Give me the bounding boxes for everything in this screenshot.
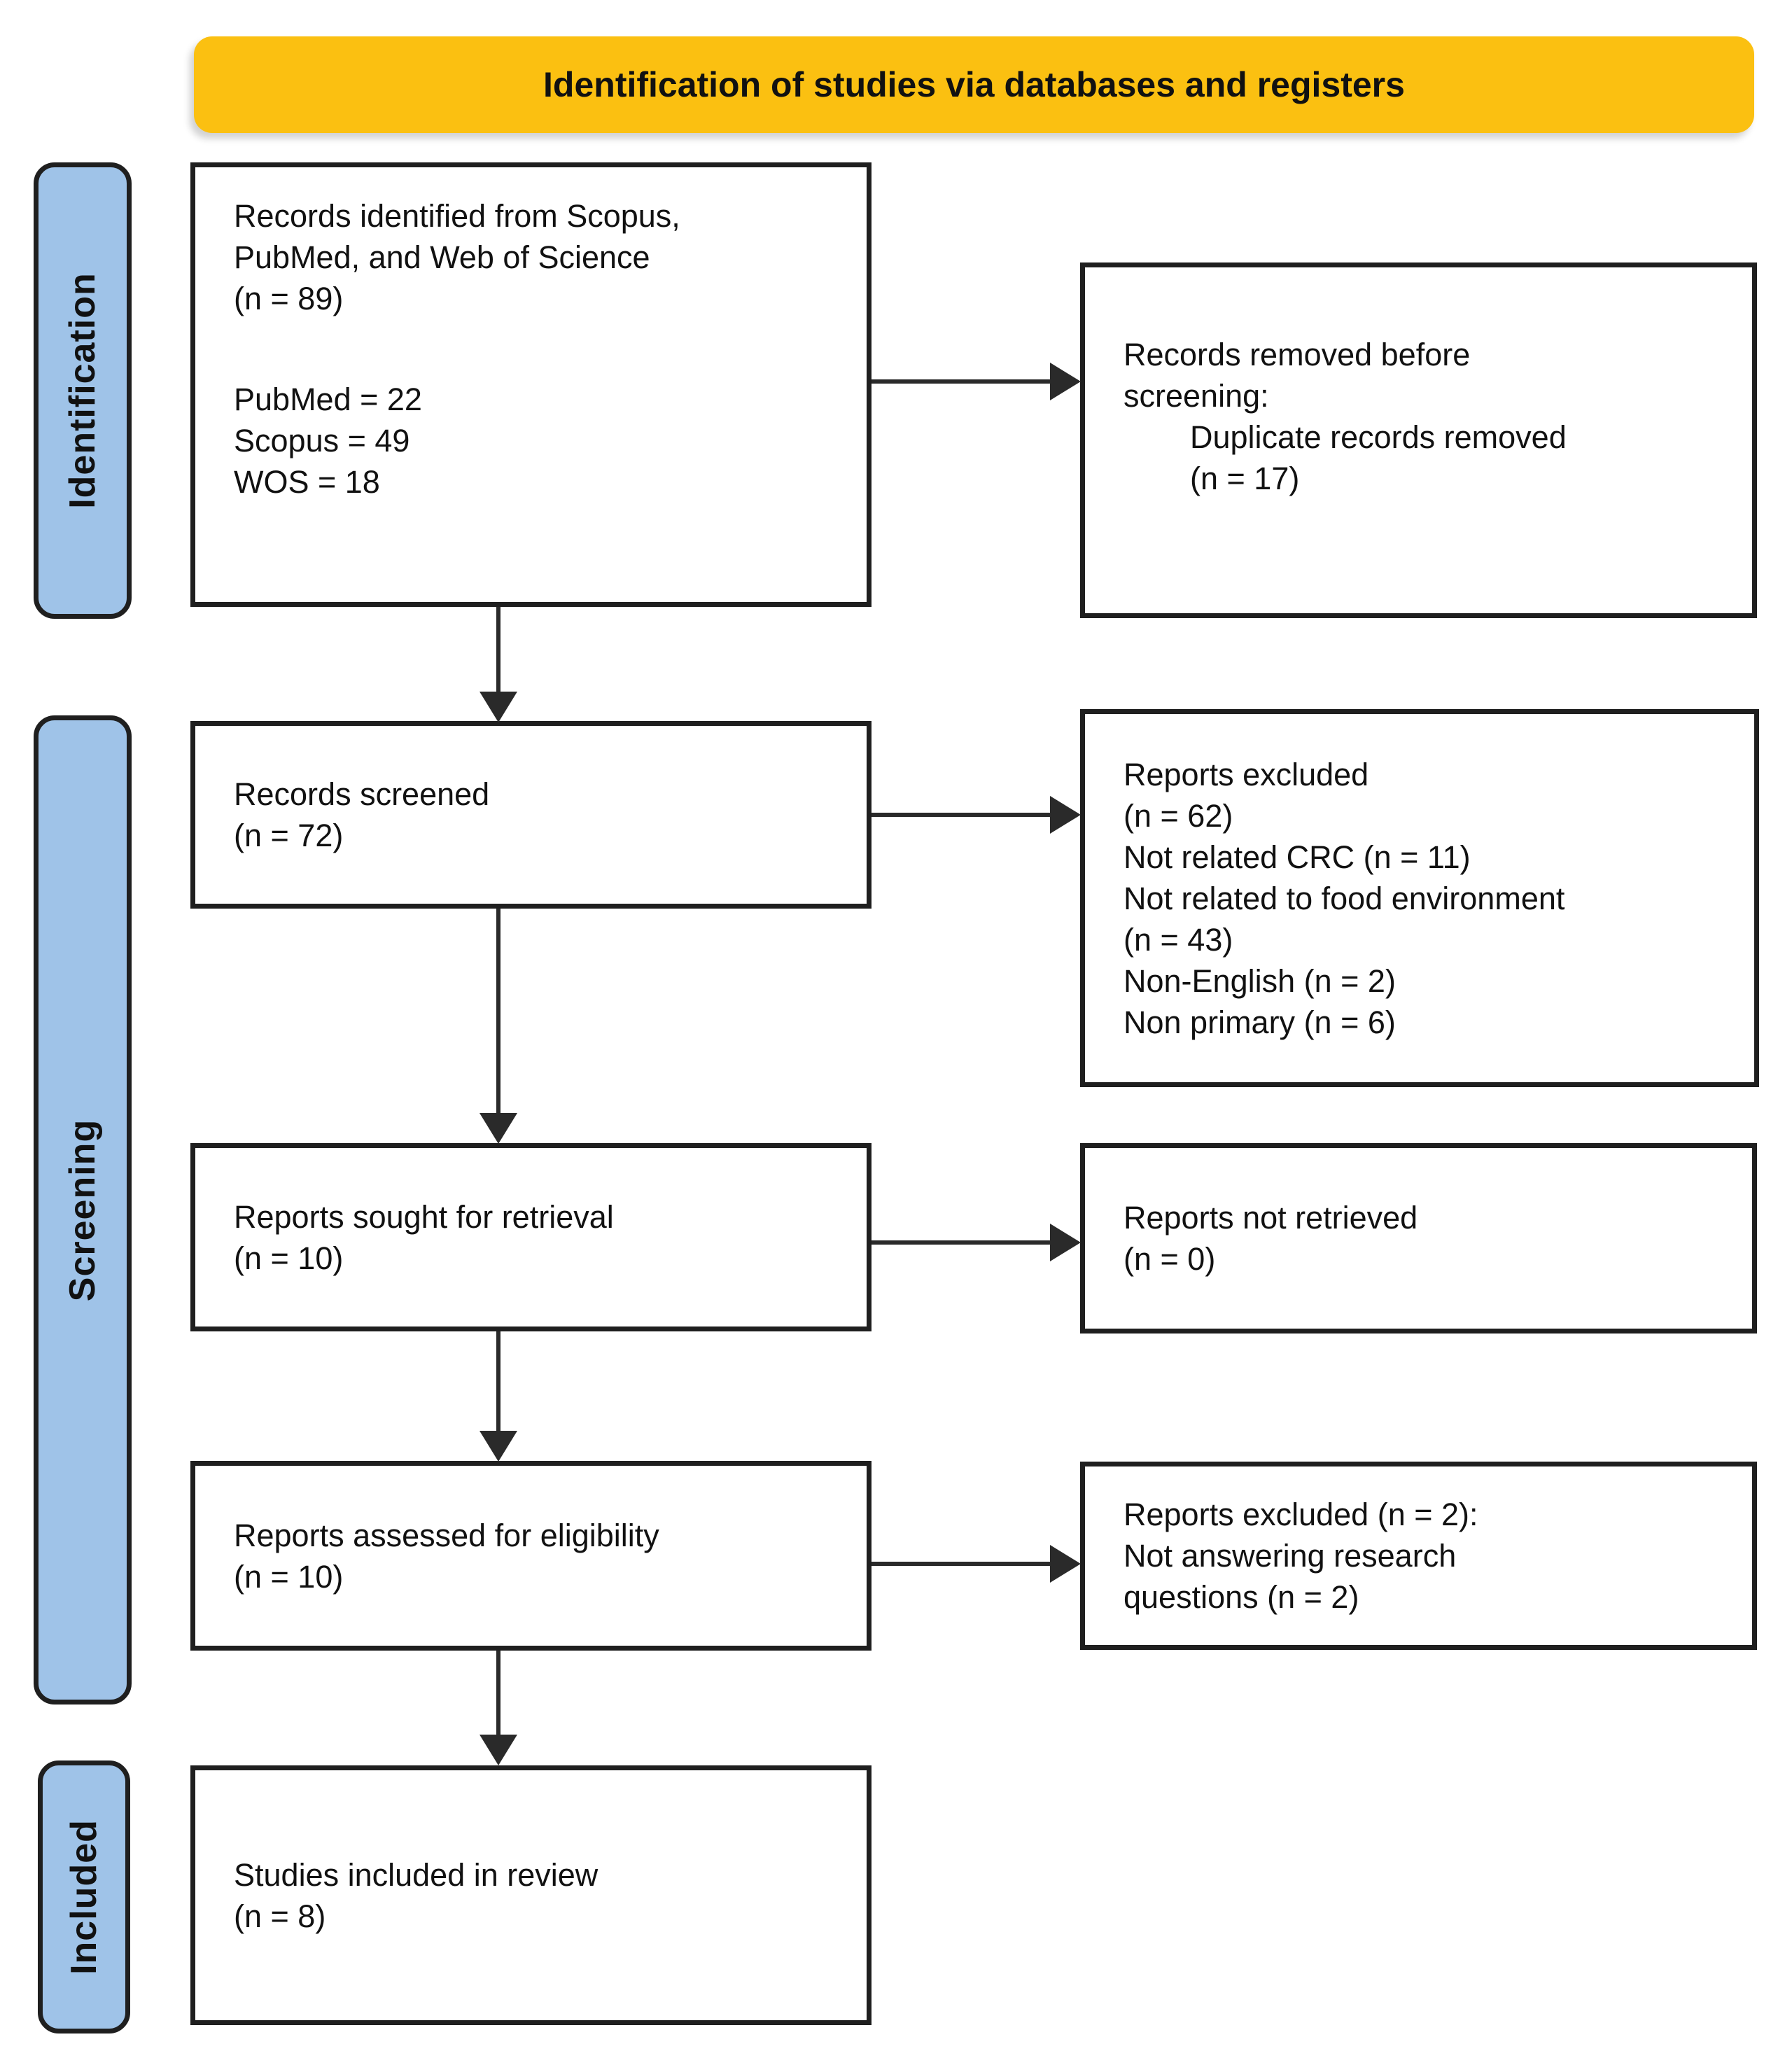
arrow-screened-to-excluded [872,796,1081,834]
box-line: Records removed before [1124,337,1471,372]
box-line: (n = 8) [234,1898,326,1934]
box-line: Studies included in review [234,1856,598,1893]
arrow-assessed-to-included [479,1651,517,1765]
arrow-identified-to-removed [872,363,1081,400]
box-reports-excluded-eligibility: Reports excluded (n = 2): Not answering … [1080,1462,1757,1650]
box-line: (n = 62) [1124,797,1233,834]
arrow-assessed-to-excluded [872,1545,1081,1583]
banner-title: Identification of studies via databases … [194,36,1754,133]
stage-label-identification: Identification [62,272,103,509]
box-studies-included: Studies included in review (n = 8) [190,1765,872,2025]
arrow-screened-to-sought [479,909,517,1144]
box-reports-assessed: Reports assessed for eligibility (n = 10… [190,1461,872,1651]
arrow-identified-to-screened [479,607,517,722]
stage-rail-screening: Screening [34,715,132,1704]
box-records-screened: Records screened (n = 72) [190,721,872,909]
box-line: Not answering research [1124,1538,1457,1574]
box-line: Reports not retrieved [1124,1200,1418,1236]
box-line: Reports assessed for eligibility [234,1517,659,1553]
box-line: Non-English (n = 2) [1124,962,1396,999]
box-line: (n = 10) [234,1558,344,1595]
box-line: Non primary (n = 6) [1124,1004,1396,1040]
box-line: Reports excluded (n = 2): [1124,1497,1478,1532]
box-line: Not related CRC (n = 11) [1124,839,1471,875]
box-line: (n = 72) [234,818,344,853]
box-line: screening: [1124,378,1269,414]
box-reports-excluded-screening: Reports excluded (n = 62) Not related CR… [1080,709,1759,1087]
box-records-identified: Records identified from Scopus, PubMed, … [190,162,872,607]
stage-rail-included: Included [38,1760,130,2033]
box-reports-sought: Reports sought for retrieval (n = 10) [190,1143,872,1331]
stage-label-included: Included [64,1819,105,1975]
box-line: (n = 17) [1190,461,1300,496]
stage-label-screening: Screening [62,1119,104,1301]
box-line: Not related to food environment [1124,880,1565,916]
box-line: PubMed = 22 [234,382,422,417]
box-records-removed: Records removed before screening: Duplic… [1080,262,1757,618]
box-line: questions (n = 2) [1124,1579,1359,1615]
stage-rail-identification: Identification [34,162,132,619]
box-line: Records screened [234,776,490,812]
arrow-sought-to-not-retrieved [872,1224,1081,1261]
box-reports-not-retrieved: Reports not retrieved (n = 0) [1080,1143,1757,1334]
arrow-sought-to-assessed [479,1331,517,1462]
box-line: WOS = 18 [234,464,380,500]
box-line: Reports sought for retrieval [234,1198,614,1235]
box-line: (n = 0) [1124,1241,1216,1277]
banner-title-text: Identification of studies via databases … [543,65,1405,104]
box-line: (n = 89) [234,281,344,316]
box-line-gap [234,319,846,379]
box-line: Duplicate records removed [1190,419,1567,455]
box-line: Scopus = 49 [234,423,410,458]
box-line: Records identified from Scopus, [234,198,680,234]
box-line: PubMed, and Web of Science [234,239,650,275]
box-line: (n = 43) [1124,921,1233,958]
box-line: Reports excluded [1124,756,1369,792]
box-line: (n = 10) [234,1240,344,1276]
